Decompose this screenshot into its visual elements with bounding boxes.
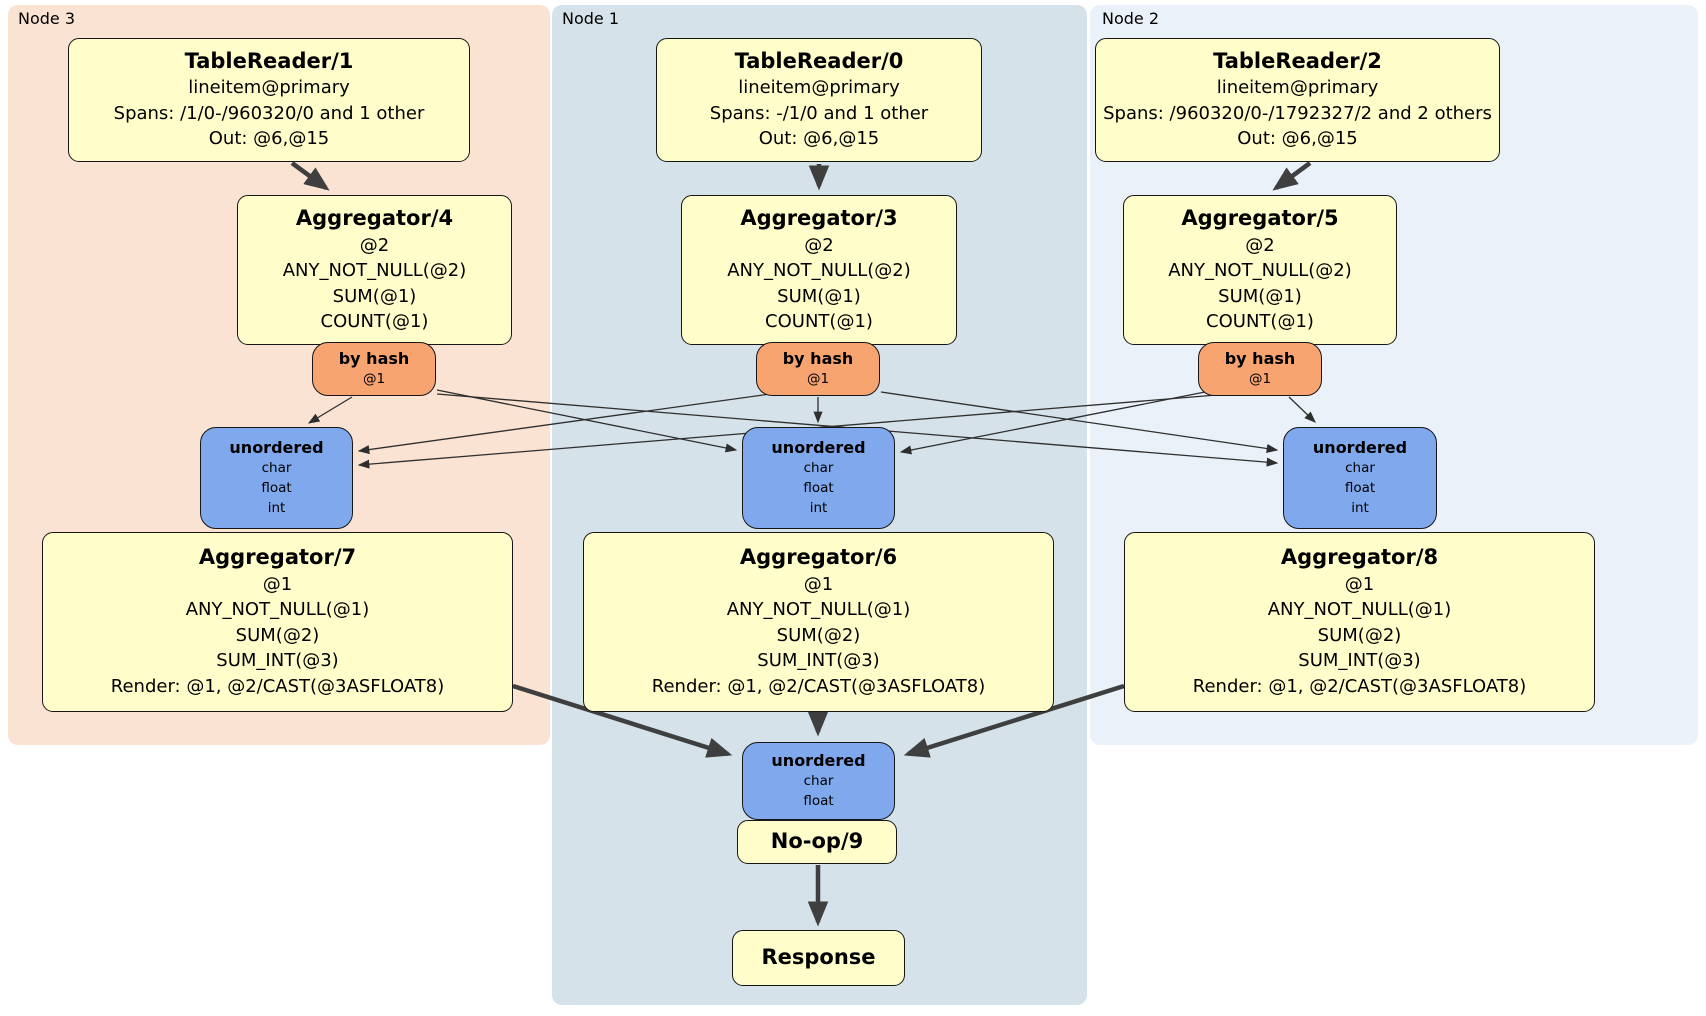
processor-aggregator-3: Aggregator/3 @2 ANY_NOT_NULL(@2) SUM(@1)… bbox=[681, 195, 957, 345]
processor-title: TableReader/1 bbox=[184, 49, 354, 74]
sync-title: unordered bbox=[1312, 437, 1408, 457]
edge-tr2-agg5 bbox=[1272, 161, 1312, 191]
region-label-node3: Node 3 bbox=[18, 9, 76, 28]
processor-details: @2 ANY_NOT_NULL(@2) SUM(@1) COUNT(@1) bbox=[1168, 234, 1352, 333]
sync-unordered-left: unordered char float int bbox=[200, 427, 353, 529]
region-label-node2: Node 2 bbox=[1102, 9, 1160, 28]
processor-details: @1 ANY_NOT_NULL(@1) SUM(@2) SUM_INT(@3) … bbox=[651, 573, 986, 697]
router-columns: @1 bbox=[1248, 370, 1272, 387]
processor-details: lineitem@primary Spans: /1/0-/960320/0 a… bbox=[113, 77, 425, 150]
processor-aggregator-7: Aggregator/7 @1 ANY_NOT_NULL(@1) SUM(@2)… bbox=[42, 532, 513, 712]
processor-title: TableReader/2 bbox=[1213, 49, 1382, 74]
edge-hashL-unoL bbox=[307, 396, 353, 424]
processor-aggregator-5: Aggregator/5 @2 ANY_NOT_NULL(@2) SUM(@1)… bbox=[1123, 195, 1397, 345]
processor-title: Aggregator/5 bbox=[1181, 206, 1339, 231]
router-by-hash-right: by hash @1 bbox=[1198, 342, 1322, 396]
processor-noop-9: No-op/9 bbox=[737, 820, 897, 864]
edge-hashM-unoL bbox=[357, 393, 771, 455]
sync-columns: char float bbox=[803, 772, 834, 809]
router-title: by hash bbox=[1224, 348, 1296, 368]
router-columns: @1 bbox=[362, 370, 386, 387]
response-node: Response bbox=[732, 930, 905, 986]
edge-hashR-unoR bbox=[1288, 396, 1316, 423]
edge-agg8-unordered-bottom bbox=[903, 683, 1125, 758]
sync-columns: char float int bbox=[1344, 459, 1376, 517]
processor-aggregator-8: Aggregator/8 @1 ANY_NOT_NULL(@1) SUM(@2)… bbox=[1124, 532, 1595, 712]
edge-hashM-unoR bbox=[880, 391, 1279, 453]
sync-title: unordered bbox=[229, 437, 324, 457]
processor-title: Aggregator/3 bbox=[740, 206, 898, 231]
processor-tablereader-0: TableReader/0 lineitem@primary Spans: -/… bbox=[656, 38, 982, 162]
sync-unordered-mid: unordered char float int bbox=[742, 427, 895, 529]
region-label-node1: Node 1 bbox=[562, 9, 620, 28]
sync-unordered-bottom: unordered char float bbox=[742, 742, 895, 820]
edge-agg7-unordered-bottom bbox=[512, 683, 733, 758]
processor-details: lineitem@primary Spans: /960320/0-/17923… bbox=[1103, 77, 1492, 150]
edge-hashR-unoM bbox=[899, 390, 1211, 455]
sync-columns: char float int bbox=[803, 459, 834, 517]
processor-title: Aggregator/7 bbox=[198, 545, 357, 570]
processor-title: Aggregator/4 bbox=[295, 206, 454, 231]
processor-title: Aggregator/8 bbox=[1280, 545, 1439, 570]
processor-title: Response bbox=[761, 945, 876, 970]
sync-unordered-right: unordered char float int bbox=[1283, 427, 1437, 529]
processor-tablereader-1: TableReader/1 lineitem@primary Spans: /1… bbox=[68, 38, 470, 162]
processor-title: TableReader/0 bbox=[734, 49, 904, 74]
router-title: by hash bbox=[338, 348, 410, 368]
router-columns: @1 bbox=[806, 370, 830, 387]
processor-aggregator-6: Aggregator/6 @1 ANY_NOT_NULL(@1) SUM(@2)… bbox=[583, 532, 1054, 712]
processor-details: @1 ANY_NOT_NULL(@1) SUM(@2) SUM_INT(@3) … bbox=[110, 573, 445, 697]
edge-tr1-agg4 bbox=[290, 161, 330, 191]
processor-aggregator-4: Aggregator/4 @2 ANY_NOT_NULL(@2) SUM(@1)… bbox=[237, 195, 512, 345]
processor-details: @2 ANY_NOT_NULL(@2) SUM(@1) COUNT(@1) bbox=[727, 234, 911, 333]
router-by-hash-mid: by hash @1 bbox=[756, 342, 880, 396]
router-title: by hash bbox=[782, 348, 854, 368]
processor-title: Aggregator/6 bbox=[739, 545, 898, 570]
router-by-hash-left: by hash @1 bbox=[312, 342, 436, 396]
processor-title: No-op/9 bbox=[770, 829, 864, 854]
sync-title: unordered bbox=[771, 437, 866, 457]
processor-details: lineitem@primary Spans: -/1/0 and 1 othe… bbox=[709, 77, 929, 150]
sync-columns: char float int bbox=[261, 459, 292, 517]
processor-details: @1 ANY_NOT_NULL(@1) SUM(@2) SUM_INT(@3) … bbox=[1192, 573, 1527, 697]
processor-tablereader-2: TableReader/2 lineitem@primary Spans: /9… bbox=[1095, 38, 1500, 162]
sync-title: unordered bbox=[771, 750, 866, 770]
processor-details: @2 ANY_NOT_NULL(@2) SUM(@1) COUNT(@1) bbox=[282, 234, 467, 333]
